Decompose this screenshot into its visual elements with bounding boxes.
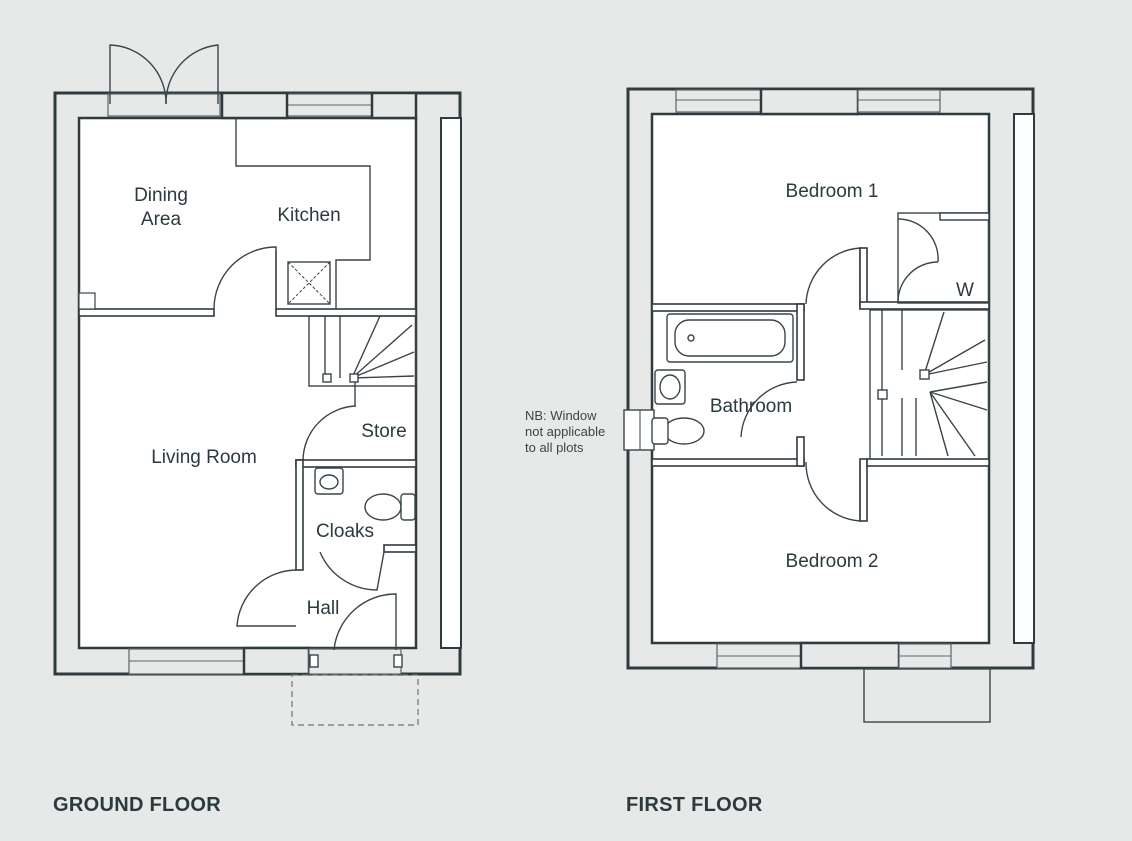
room-label-dining-line1: Dining [134, 185, 188, 206]
porch-roof [863, 668, 991, 723]
first-floor-plan: W Bedroom 1 Bathroom Bedroom 2 NB: [525, 87, 1035, 816]
cloaks-door-swing [319, 551, 385, 591]
room-label-living-room: Living Room [151, 447, 257, 468]
room-label-cloaks: Cloaks [316, 521, 374, 542]
front-door-opening [308, 648, 402, 675]
first-floor-title: FIRST FLOOR [626, 794, 763, 816]
front-door-swing [333, 593, 397, 651]
ground-interior [77, 116, 418, 650]
basin-icon [654, 369, 686, 405]
wardrobe-door-lower [897, 261, 939, 303]
kitchen-door-swing [213, 246, 277, 310]
kitchen-partition [78, 308, 215, 317]
cloaks-basin-icon [314, 467, 344, 495]
first-interior [650, 112, 991, 645]
french-door-left-leaf [109, 44, 167, 105]
hall-living-door-swing [236, 569, 297, 627]
ground-party-wall [440, 117, 462, 649]
bedroom2-door-swing [805, 461, 861, 522]
room-label-hall: Hall [307, 598, 340, 619]
store-door-swing [302, 405, 357, 461]
room-label-kitchen: Kitchen [277, 205, 340, 226]
room-label-bedroom2: Bedroom 2 [786, 551, 879, 572]
ground-floor-title: GROUND FLOOR [53, 794, 221, 816]
window-note-line3: to all plots [525, 440, 584, 455]
window-note-line2: not applicable [525, 424, 605, 439]
room-label-dining-line2: Area [141, 209, 182, 230]
first-party-wall [1013, 113, 1035, 644]
ground-staircase [308, 315, 417, 406]
ground-floor-plan: Dining Area Kitchen Living Room Store Cl… [53, 44, 462, 816]
french-door-right-leaf [165, 44, 219, 105]
kitchen-counter [235, 118, 371, 310]
porch-canopy [291, 674, 419, 726]
room-label-bathroom: Bathroom [710, 396, 792, 417]
room-label-wardrobe: W [956, 280, 974, 301]
bedroom1-window-left [675, 89, 762, 113]
room-label-bedroom1: Bedroom 1 [786, 181, 879, 202]
wardrobe-door-upper [897, 218, 939, 263]
bathroom-side-window [623, 409, 655, 451]
hob-icon [287, 261, 331, 305]
bedroom1-window-right [857, 89, 941, 113]
bedroom1-door-swing [805, 247, 861, 305]
window-note-line1: NB: Window [525, 408, 597, 423]
french-door-opening [107, 93, 221, 117]
room-label-store: Store [361, 421, 406, 442]
bathroom-door-swing [740, 381, 798, 438]
bath-icon [666, 313, 794, 363]
